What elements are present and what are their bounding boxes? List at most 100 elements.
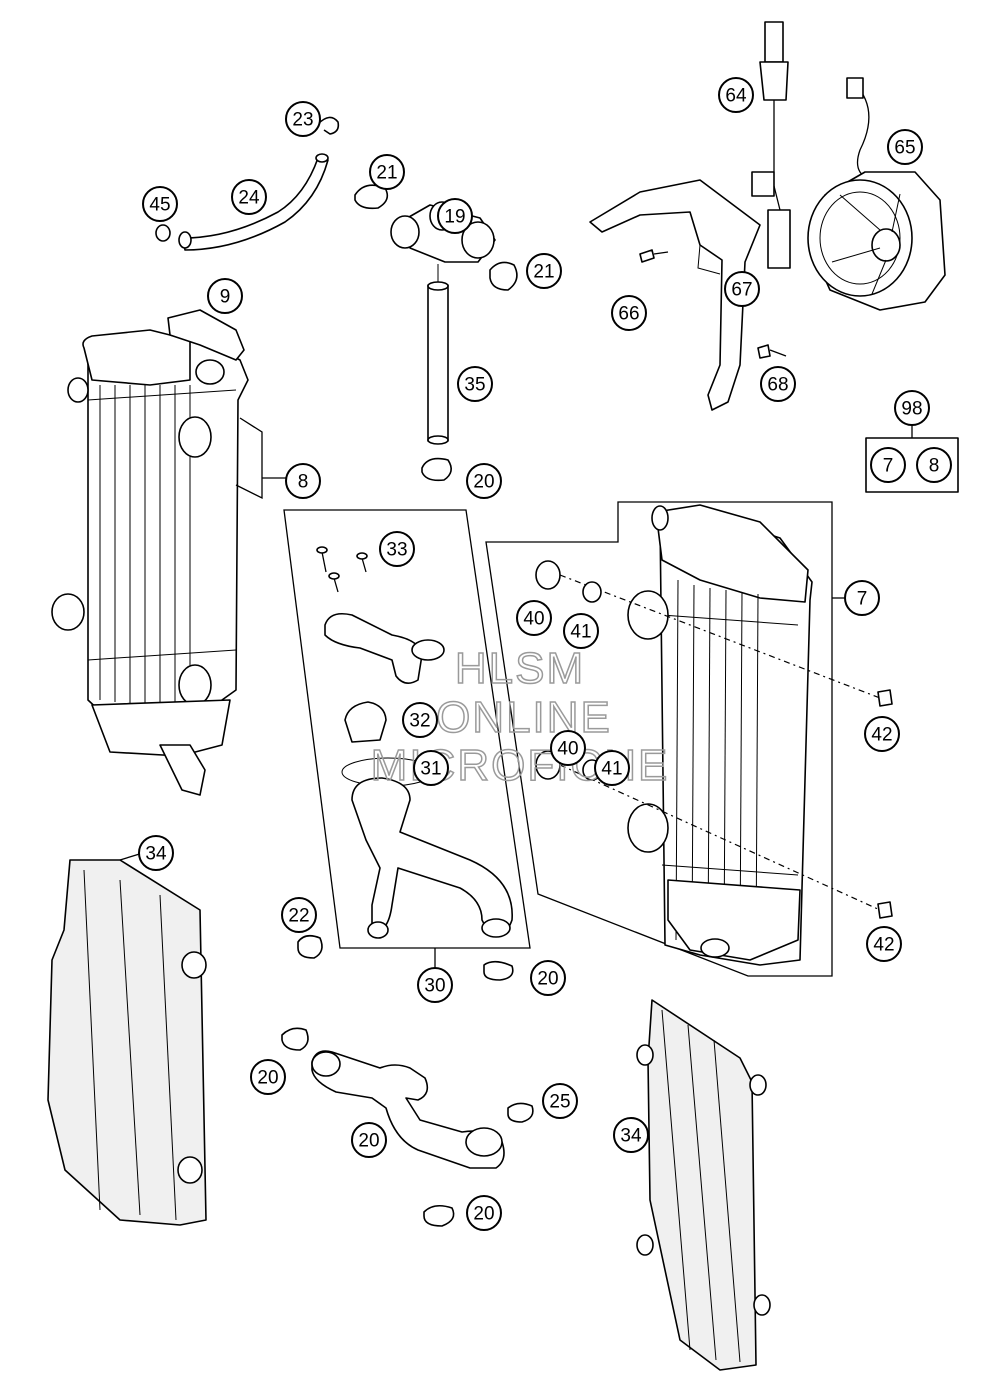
callout-8: 8	[285, 463, 321, 499]
callout-34: 34	[613, 1117, 649, 1153]
callout-circle	[516, 600, 552, 636]
screw-66	[639, 249, 669, 263]
fan-65	[807, 77, 946, 311]
callout-circle	[894, 390, 930, 426]
callout-circle	[563, 613, 599, 649]
callout-label: 66	[618, 304, 639, 325]
callout-circle	[437, 198, 473, 234]
right-shroud-34	[636, 999, 771, 1371]
callout-circle	[870, 447, 906, 483]
callout-label: 19	[444, 207, 465, 228]
callout-label: 42	[871, 725, 892, 746]
callout-20: 20	[351, 1122, 387, 1158]
callout-label: 41	[570, 622, 591, 643]
left-shroud-34	[47, 851, 207, 1226]
callout-20: 20	[466, 1195, 502, 1231]
thermostat-19-tube-35	[354, 184, 518, 482]
screw-68	[757, 344, 787, 359]
callout-circle	[887, 129, 923, 165]
callout-circle	[844, 580, 880, 616]
callout-label: 32	[409, 711, 430, 732]
callout-circle	[526, 253, 562, 289]
callout-label: 20	[537, 969, 558, 990]
callout-circle	[231, 179, 267, 215]
callout-label: 20	[473, 472, 494, 493]
callout-25: 25	[542, 1083, 578, 1119]
callout-label: 21	[533, 262, 554, 283]
callout-circle	[550, 730, 586, 766]
callout-circle	[613, 1117, 649, 1153]
left-radiator-8	[51, 309, 286, 796]
callout-circle	[466, 1195, 502, 1231]
callout-42: 42	[864, 716, 900, 752]
callout-label: 31	[420, 759, 441, 780]
callout-8: 8	[916, 447, 952, 483]
callout-24: 24	[231, 179, 267, 215]
callout-circle	[351, 1122, 387, 1158]
callout-9: 9	[207, 278, 243, 314]
callout-label: 67	[731, 280, 752, 301]
callout-label: 23	[292, 110, 313, 131]
callout-circle	[207, 278, 243, 314]
callout-22: 22	[281, 897, 317, 933]
sensor-64	[751, 21, 791, 269]
callout-label: 30	[424, 976, 445, 997]
callout-33: 33	[379, 531, 415, 567]
callout-label: 9	[220, 287, 231, 308]
callout-circle	[916, 447, 952, 483]
callout-circle	[413, 750, 449, 786]
callout-circle	[594, 750, 630, 786]
callout-7: 7	[844, 580, 880, 616]
callout-45: 45	[142, 186, 178, 222]
hose-24-and-clamps	[155, 116, 340, 251]
callout-label: 98	[901, 399, 922, 420]
callout-circle	[281, 897, 317, 933]
screws-33	[316, 546, 368, 593]
callout-31: 31	[413, 750, 449, 786]
callout-41: 41	[563, 613, 599, 649]
callout-66: 66	[611, 295, 647, 331]
callout-label: 40	[557, 739, 578, 760]
callout-label: 34	[145, 844, 167, 865]
callout-circle	[402, 702, 438, 738]
callout-circle	[530, 960, 566, 996]
callout-40: 40	[516, 600, 552, 636]
callout-32: 32	[402, 702, 438, 738]
callout-label: 40	[523, 609, 544, 630]
callout-64: 64	[718, 77, 754, 113]
callout-label: 7	[857, 589, 868, 610]
callout-label: 68	[767, 375, 788, 396]
callout-circle	[142, 186, 178, 222]
callout-label: 25	[549, 1092, 570, 1113]
clamps-20-22	[281, 934, 534, 1227]
callout-label: 8	[929, 456, 940, 477]
thermostat-kit-30	[283, 509, 531, 968]
callout-circle	[866, 926, 902, 962]
callout-circle	[250, 1059, 286, 1095]
callout-21: 21	[526, 253, 562, 289]
callout-20: 20	[466, 463, 502, 499]
callout-circle	[864, 716, 900, 752]
callout-label: 8	[298, 472, 309, 493]
callout-label: 35	[464, 375, 485, 396]
callout-circle	[379, 531, 415, 567]
callout-19: 19	[437, 198, 473, 234]
callout-label: 20	[358, 1131, 379, 1152]
watermark-line-1: HLSM	[455, 644, 585, 693]
callout-circle	[417, 967, 453, 1003]
hose-25	[311, 1050, 505, 1169]
callout-label: 64	[725, 86, 747, 107]
callout-40: 40	[550, 730, 586, 766]
callout-label: 42	[873, 935, 894, 956]
callout-circle	[466, 463, 502, 499]
callout-circle	[724, 271, 760, 307]
callout-30: 30	[417, 967, 453, 1003]
callout-34: 34	[138, 835, 174, 871]
callout-label: 34	[620, 1126, 642, 1147]
callout-circle	[718, 77, 754, 113]
fan-bracket-67	[589, 179, 761, 411]
right-radiator-7	[485, 501, 893, 977]
callout-41: 41	[594, 750, 630, 786]
